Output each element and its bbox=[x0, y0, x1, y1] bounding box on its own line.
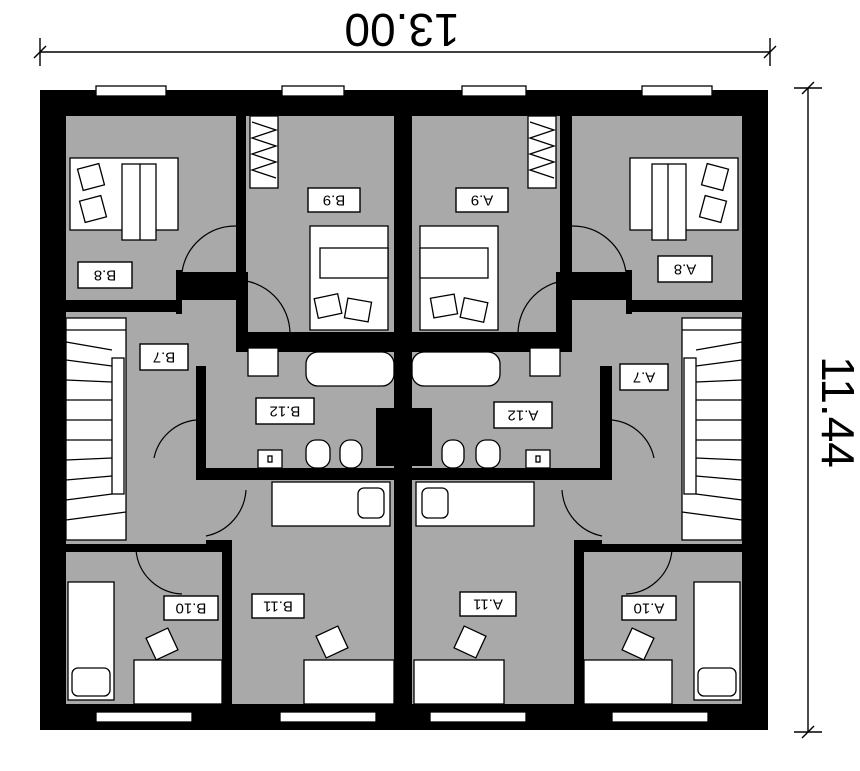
bathtub-a12 bbox=[411, 351, 501, 387]
room-label-a7: A.7 bbox=[619, 363, 669, 391]
door-swings bbox=[135, 225, 673, 595]
sink-a12 bbox=[525, 449, 551, 469]
sink-b12 bbox=[257, 449, 283, 469]
staircase-b bbox=[65, 317, 127, 541]
room-label-text: A.12 bbox=[508, 407, 539, 424]
room-label-text: A.10 bbox=[634, 600, 665, 617]
interior-walls bbox=[66, 116, 742, 704]
room-label-a8: A.8 bbox=[657, 255, 713, 283]
room-label-text: B.12 bbox=[270, 403, 301, 420]
windows-bottom bbox=[95, 711, 709, 723]
bed-a8 bbox=[629, 157, 739, 241]
room-label-a10: A.10 bbox=[621, 595, 677, 621]
room-label-box bbox=[619, 363, 669, 391]
wardrobe-b9 bbox=[249, 115, 279, 189]
depth-dimension-label: 11.44 bbox=[812, 356, 860, 468]
bed-b10 bbox=[67, 581, 115, 701]
cabinet-b12 bbox=[247, 347, 279, 377]
room-label-b9: B.9 bbox=[307, 187, 361, 213]
room-label-box bbox=[493, 401, 553, 429]
chair-b11-top bbox=[357, 487, 385, 519]
room-label-box bbox=[455, 187, 509, 213]
width-dimension: 13.00 bbox=[33, 4, 777, 66]
bed-b9 bbox=[309, 225, 389, 331]
room-label-text: A.7 bbox=[633, 369, 656, 386]
room-label-box bbox=[459, 591, 517, 617]
room-label-text: B.11 bbox=[263, 598, 293, 615]
wardrobe-a9 bbox=[527, 115, 557, 189]
room-label-b12: B.12 bbox=[255, 397, 315, 425]
depth-dimension: 11.44 bbox=[794, 81, 860, 739]
desk-a10 bbox=[583, 659, 673, 705]
toilet-a12 bbox=[441, 439, 501, 469]
chair-a11 bbox=[453, 625, 487, 659]
room-label-text: A.8 bbox=[674, 261, 697, 278]
room-label-text: B.9 bbox=[323, 192, 346, 209]
room-label-text: A.9 bbox=[471, 192, 494, 209]
desk-b10 bbox=[133, 659, 223, 705]
cabinet-a12 bbox=[529, 347, 561, 377]
desk-a11 bbox=[413, 659, 505, 705]
room-label-text: A.11 bbox=[473, 596, 503, 613]
bed-a9 bbox=[419, 225, 499, 331]
room-label-box bbox=[77, 261, 133, 289]
chair-a11-top bbox=[421, 487, 449, 519]
room-labels: B.8 B.9 A.9A.8B.7A.7B.12 A.12B.10 B.11 A.11 A.… bbox=[77, 187, 713, 621]
room-label-box bbox=[657, 255, 713, 283]
room-label-b10: B.10 bbox=[163, 595, 219, 621]
room-label-box bbox=[139, 343, 189, 371]
room-label-text: B.8 bbox=[94, 267, 117, 284]
staircase-a bbox=[681, 317, 743, 541]
bathtub-b12 bbox=[305, 351, 395, 387]
room-label-b11: B.11 bbox=[251, 593, 305, 619]
room-label-box bbox=[163, 595, 219, 621]
room-label-text: B.7 bbox=[153, 349, 176, 366]
chair-b11 bbox=[315, 625, 349, 659]
room-label-a11: A.11 bbox=[459, 591, 517, 617]
room-label-box bbox=[255, 397, 315, 425]
chair-a10 bbox=[621, 627, 655, 661]
bed-a10 bbox=[693, 581, 741, 701]
windows-top bbox=[95, 85, 713, 109]
room-label-b7: B.7 bbox=[139, 343, 189, 371]
room-label-box bbox=[251, 593, 305, 619]
chair-b10 bbox=[145, 627, 179, 661]
desk-b11 bbox=[303, 659, 395, 705]
room-label-b8: B.8 bbox=[77, 261, 133, 289]
room-label-a9: A.9 bbox=[455, 187, 509, 213]
room-label-a12: A.12 bbox=[493, 401, 553, 429]
room-label-box bbox=[621, 595, 677, 621]
room-label-box bbox=[307, 187, 361, 213]
width-dimension-label: 13.00 bbox=[344, 4, 459, 56]
room-label-text: B.10 bbox=[176, 600, 207, 617]
bed-b8 bbox=[69, 157, 179, 241]
toilet-b12 bbox=[305, 439, 363, 469]
